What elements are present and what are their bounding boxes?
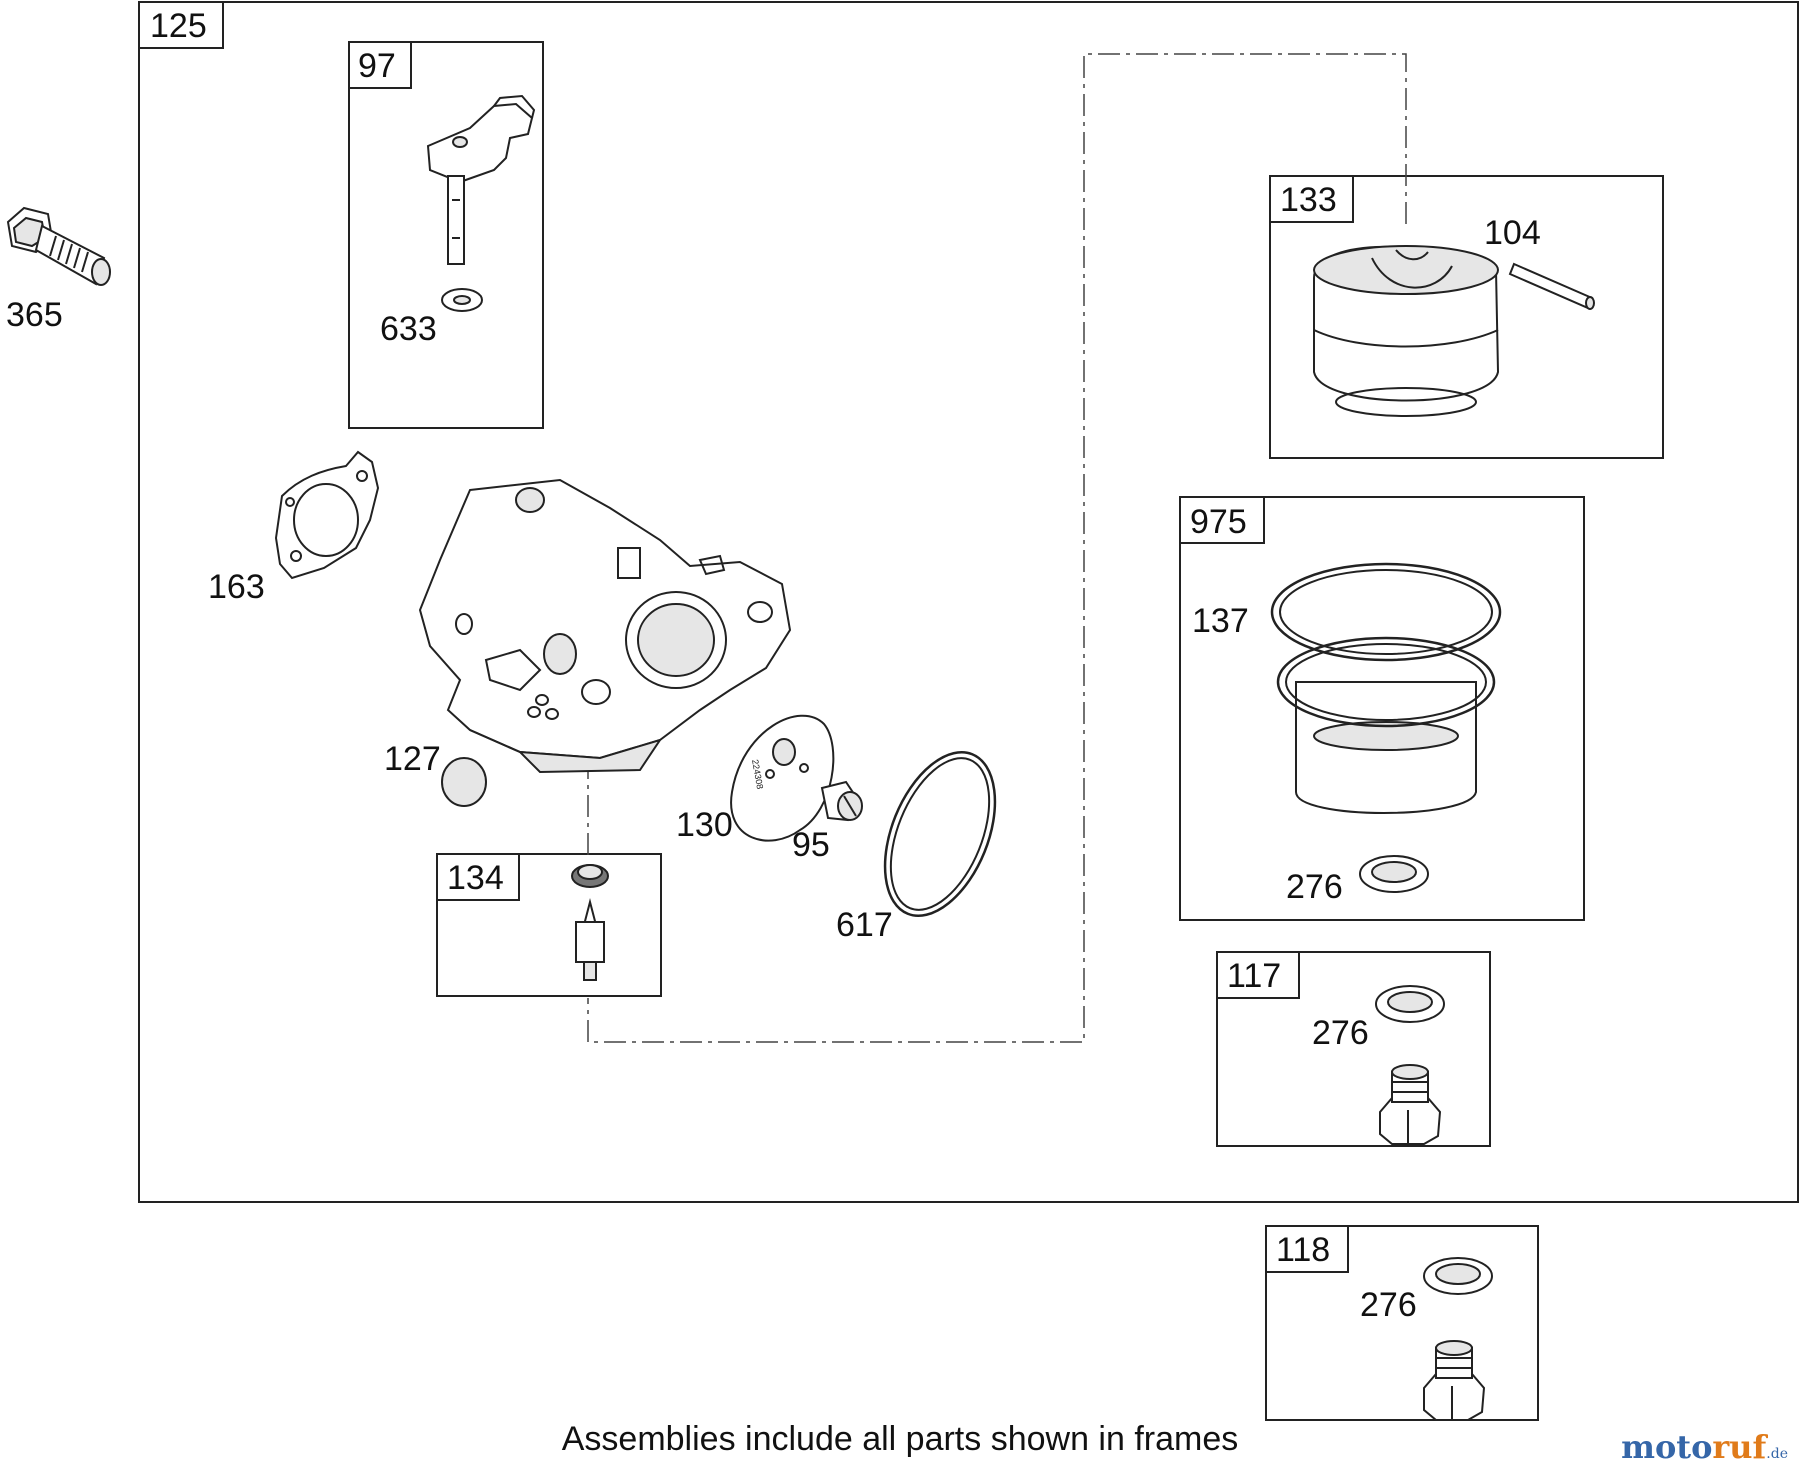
frame-97: 97	[348, 41, 544, 429]
frame-125: 125	[138, 1, 1799, 1203]
part-label-95: 95	[792, 826, 830, 864]
part-label-104: 104	[1484, 214, 1541, 252]
washer-icon	[1359, 855, 1429, 893]
welch-plug-icon	[441, 757, 487, 807]
throttle-shaft-icon	[426, 94, 536, 312]
frame-133: 133	[1269, 175, 1664, 459]
bolt-icon	[6, 206, 111, 286]
washer-icon	[1375, 985, 1445, 1023]
frame-118-tag: 118	[1276, 1231, 1330, 1269]
brand-logo: motoruf.de	[1621, 1428, 1788, 1466]
bowl-screw-icon	[1423, 1340, 1486, 1421]
leader-lines	[587, 53, 1407, 1043]
pin-icon	[1508, 262, 1595, 310]
part-label-276-a: 276	[1286, 868, 1343, 906]
needle-seat-icon	[571, 864, 609, 981]
frame-975: 975	[1179, 496, 1585, 921]
carburetor-body-icon	[418, 478, 792, 774]
bowl-oring-icon	[1270, 562, 1502, 814]
frame-97-tag: 97	[358, 47, 396, 85]
part-label-365: 365	[6, 296, 63, 334]
frame-134: 134	[436, 853, 662, 997]
part-label-276-b: 276	[1312, 1014, 1369, 1052]
frame-117: 117	[1216, 951, 1491, 1147]
choke-plate-icon: 224308	[730, 714, 835, 842]
frame-125-tag: 125	[150, 7, 207, 45]
washer-icon	[1423, 1257, 1493, 1295]
diagram-caption: Assemblies include all parts shown in fr…	[561, 1420, 1239, 1458]
part-label-137: 137	[1192, 602, 1249, 640]
float-bowl-icon	[1313, 245, 1500, 417]
bowl-screw-icon	[1379, 1064, 1442, 1145]
frame-118: 118	[1265, 1225, 1539, 1421]
frame-133-tag: 133	[1280, 181, 1337, 219]
frame-117-tag: 117	[1227, 957, 1281, 995]
part-label-633: 633	[380, 310, 437, 348]
part-label-276-c: 276	[1360, 1286, 1417, 1324]
part-label-130: 130	[676, 806, 733, 844]
part-label-127: 127	[384, 740, 441, 778]
gasket-icon	[274, 450, 380, 580]
part-label-617: 617	[836, 906, 893, 944]
frame-134-tag: 134	[447, 859, 504, 897]
o-ring-icon	[883, 751, 997, 917]
part-label-163: 163	[208, 568, 265, 606]
screw-icon	[820, 780, 863, 822]
frame-975-tag: 975	[1190, 503, 1247, 541]
